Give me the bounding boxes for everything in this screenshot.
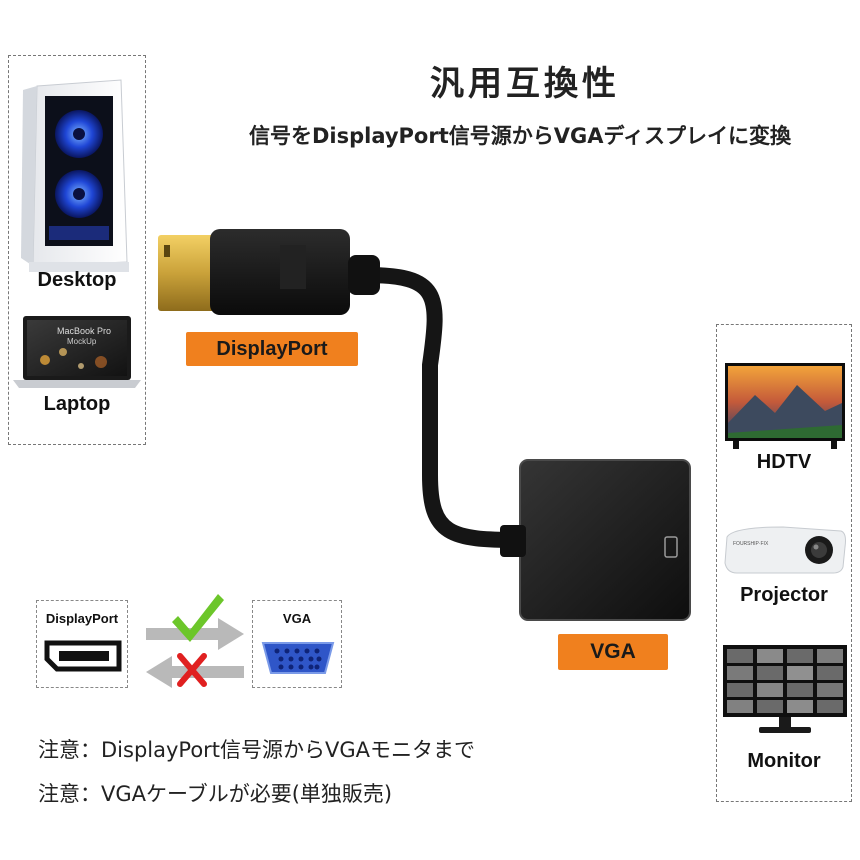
monitor-icon bbox=[723, 645, 847, 733]
page-subtitle: 信号をDisplayPort信号源からVGAディスプレイに変換 bbox=[248, 124, 792, 148]
adapter-cable-image bbox=[158, 229, 691, 621]
displayport-port-box: DisplayPort bbox=[36, 600, 128, 688]
direction-arrows bbox=[146, 594, 244, 688]
displayport-tag: DisplayPort bbox=[186, 332, 358, 366]
desktop-tower-icon bbox=[21, 79, 129, 272]
monitor-label: Monitor bbox=[747, 750, 821, 772]
projector-label: Projector bbox=[740, 584, 828, 606]
laptop-icon: MacBook Pro MockUp bbox=[13, 316, 141, 388]
vga-tag: VGA bbox=[558, 634, 668, 670]
note-line-2: 注意：VGAケーブルが必要(単独販売) bbox=[38, 782, 393, 806]
svg-text:MockUp: MockUp bbox=[67, 337, 97, 346]
desktop-label: Desktop bbox=[37, 269, 117, 291]
vga-port-icon bbox=[261, 642, 335, 674]
projector-icon: FOURSHIP·FIX bbox=[724, 526, 846, 574]
displayport-port-icon bbox=[44, 640, 122, 672]
vga-port-box: VGA bbox=[252, 600, 342, 688]
source-devices-panel: Desktop MacBook Pro MockUp Laptop bbox=[8, 55, 146, 445]
hdtv-label: HDTV bbox=[756, 451, 812, 473]
target-devices-panel: HDTV FOURSHIP·FIX Projector Monitor bbox=[716, 324, 852, 802]
compat-vga-label: VGA bbox=[282, 611, 312, 626]
laptop-label: Laptop bbox=[43, 393, 111, 415]
page-title: 汎用互換性 bbox=[430, 64, 620, 104]
checkmark-icon bbox=[172, 594, 224, 642]
svg-text:MacBook Pro: MacBook Pro bbox=[57, 326, 111, 336]
cross-icon bbox=[177, 653, 207, 687]
tv-icon bbox=[725, 363, 845, 449]
note-line-1: 注意：DisplayPort信号源からVGAモニタまで bbox=[38, 738, 476, 762]
projector-brand: FOURSHIP·FIX bbox=[733, 541, 769, 547]
compat-displayport-label: DisplayPort bbox=[45, 611, 119, 626]
